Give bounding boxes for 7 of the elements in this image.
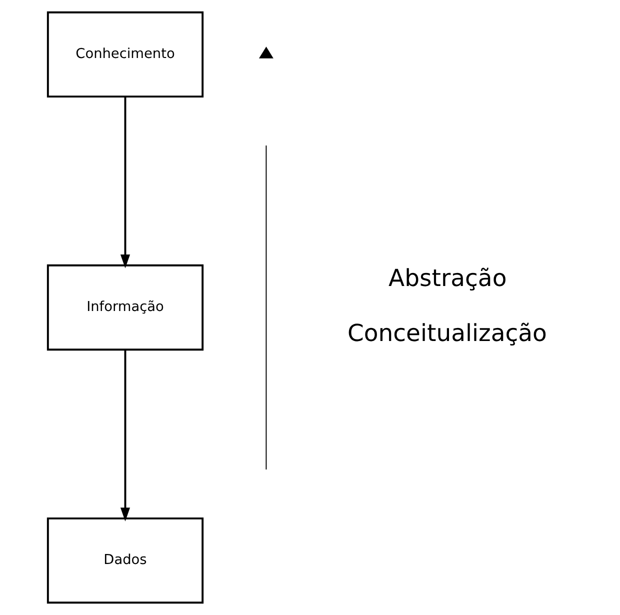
node-box: Dados [46,517,204,604]
arrow [120,96,130,268]
node-box: Conhecimento [46,11,204,98]
label: Abstração [388,264,506,292]
arrow [120,350,130,522]
node-box: Informação [46,264,204,351]
label: Conceitualização [346,318,546,347]
